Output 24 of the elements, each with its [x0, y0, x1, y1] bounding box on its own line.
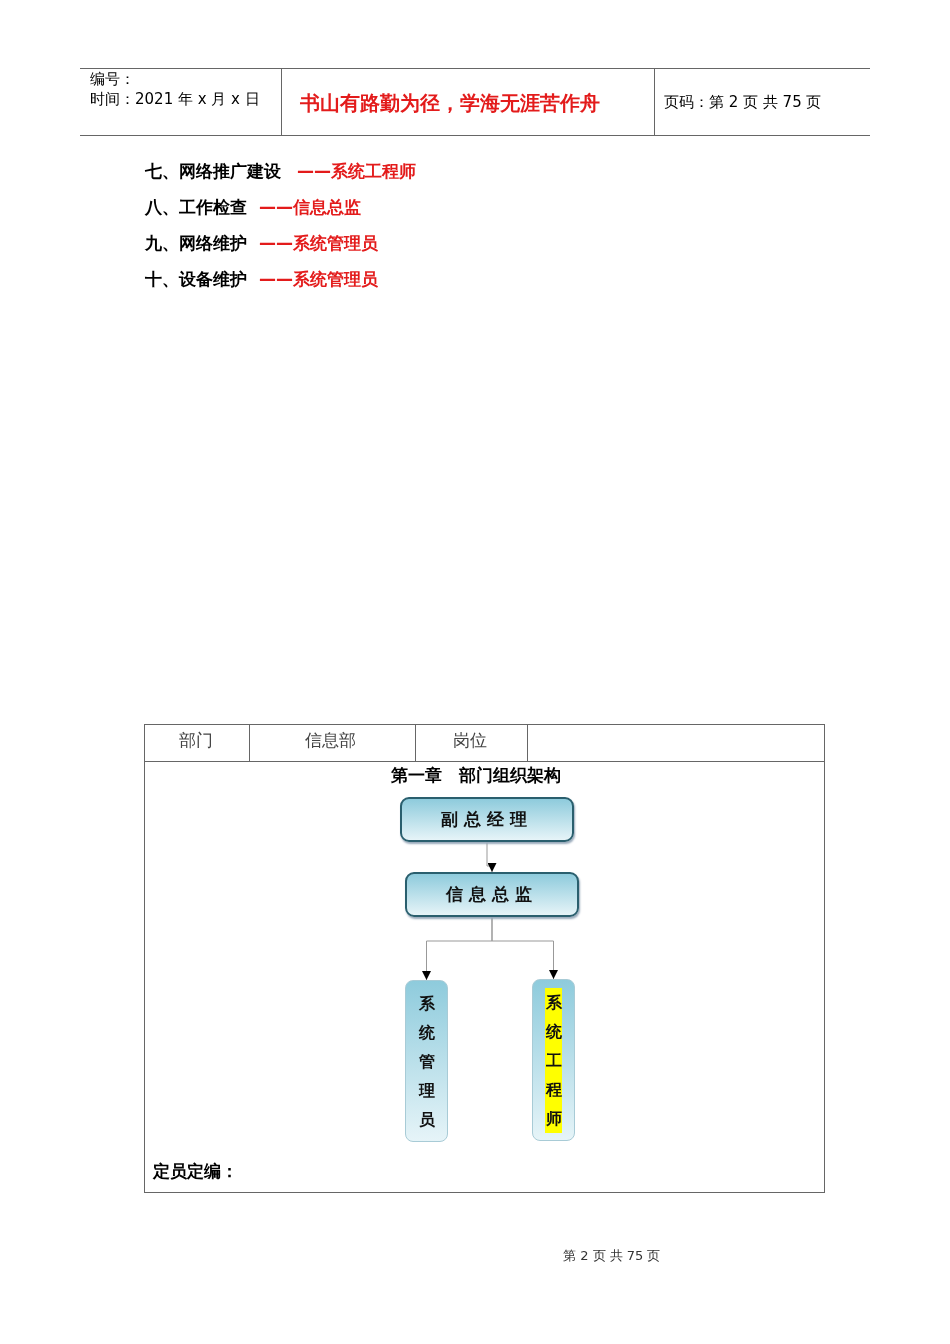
- arrow: [491, 916, 558, 980]
- chart-heading: 第一章 部门组织架构: [391, 764, 561, 787]
- list-item-role: ——系统工程师: [297, 160, 416, 183]
- list-item: 十、设备维护: [145, 268, 247, 291]
- list-item-role: ——系统管理员: [259, 268, 378, 291]
- page-footer: 第 2 页 共 75 页: [563, 1247, 661, 1265]
- table-cell: 岗位: [453, 729, 487, 752]
- header-field: 时间：2021 年 x 月 x 日: [90, 90, 260, 109]
- list-item-role: ——信息总监: [259, 196, 361, 219]
- table-cell: 信息部: [305, 729, 356, 752]
- position-box: 系统管理员: [405, 980, 448, 1142]
- list-item: 九、网络维护: [145, 232, 247, 255]
- position-box: 副总经理: [400, 797, 574, 842]
- position-box: 系统工程师: [532, 979, 575, 1141]
- list-item: 八、工作检查: [145, 196, 247, 219]
- motto-text: 书山有路勤为径，学海无涯苦作舟: [300, 90, 600, 117]
- list-item: 七、网络推广建设: [145, 160, 281, 183]
- header-field: 编号：: [90, 70, 135, 89]
- table-cell: 定员定编：: [153, 1160, 238, 1183]
- page-number: 页码：第 2 页 共 75 页: [664, 93, 822, 112]
- arrow: [486, 841, 497, 873]
- table-cell: 部门: [179, 729, 213, 752]
- position-box: 信息总监: [405, 872, 579, 917]
- list-item-role: ——系统管理员: [259, 232, 378, 255]
